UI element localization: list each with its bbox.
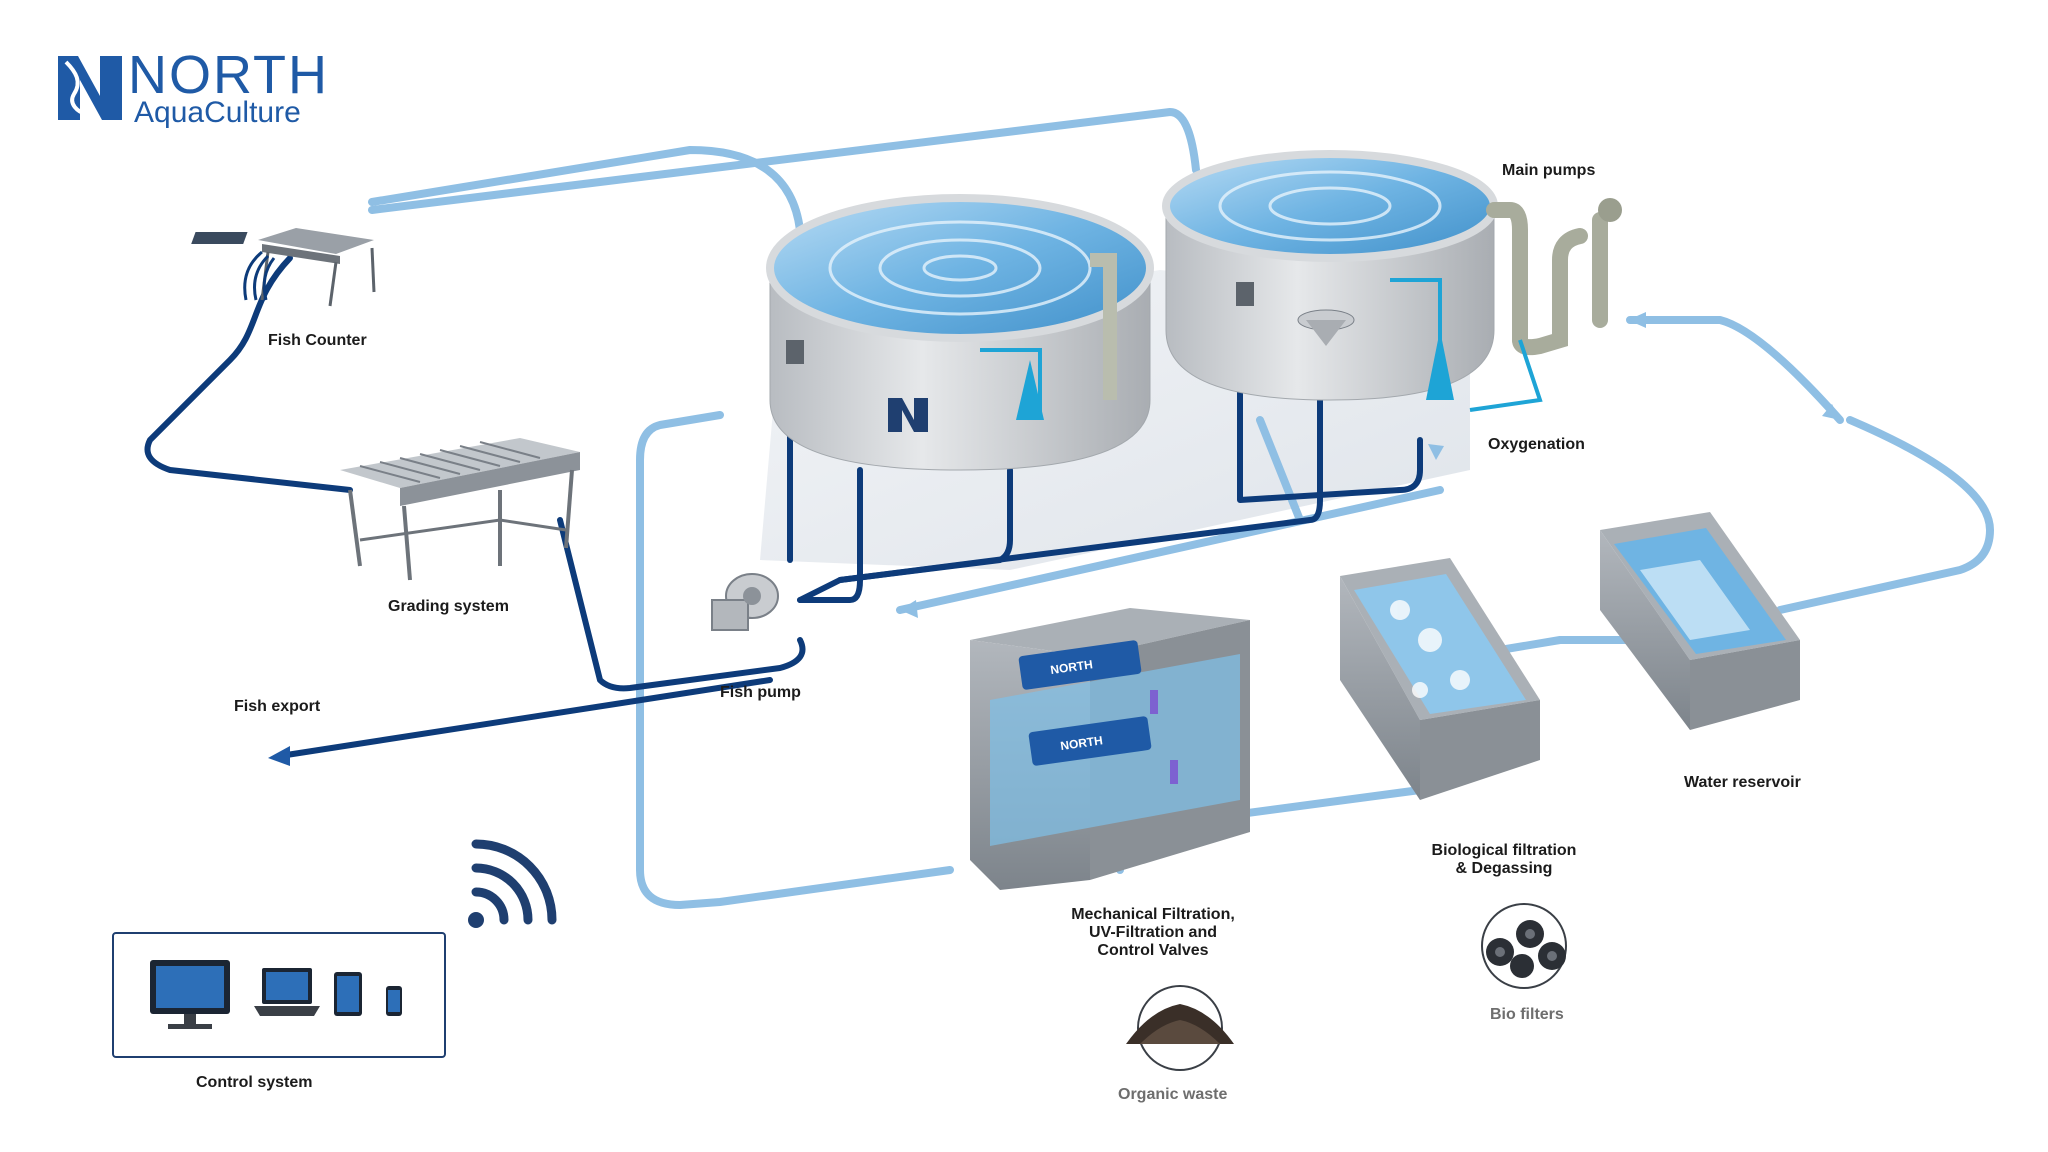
fish-pump-machine <box>711 573 779 631</box>
oxygen-line <box>1469 339 1543 412</box>
tablet-icon <box>334 972 362 1016</box>
main-pumps <box>1486 198 1622 356</box>
grading-system-machine <box>340 438 580 581</box>
label-water-reservoir: Water reservoir <box>1684 774 1801 791</box>
label-fish-export: Fish export <box>234 698 321 715</box>
label-organic-waste: Organic waste <box>1118 1086 1228 1103</box>
biological-filtration-unit <box>1340 558 1540 800</box>
pipe-return-1 <box>368 146 804 234</box>
pipe-loop-left <box>636 411 954 909</box>
arrow-left-mainpump <box>1628 312 1646 328</box>
pipe-to-mainpumps <box>1626 316 1844 424</box>
pipe-tank2-outlet <box>1237 287 1423 503</box>
control-system-panel <box>112 932 446 1058</box>
fish-counter-machine <box>191 228 376 307</box>
label-fish-counter: Fish Counter <box>268 332 367 349</box>
brand-name: NORTH <box>128 45 330 105</box>
label-mech-line2: UV-Filtration and <box>1089 924 1217 941</box>
label-mech-line3: Control Valves <box>1097 942 1209 959</box>
pipe-floor-return <box>896 486 1444 614</box>
pipe-grading-pump <box>557 517 806 692</box>
label-control-system: Control system <box>196 1074 313 1091</box>
label-main-pumps: Main pumps <box>1502 162 1596 179</box>
oxygen-cone-2 <box>1426 330 1454 400</box>
oxygen-cone-1 <box>1016 360 1044 420</box>
filter-badge-2: NORTH <box>1059 733 1103 753</box>
brand-subtitle: AquaCulture <box>134 96 301 129</box>
laptop-icon <box>254 968 320 1016</box>
monitor-icon <box>150 960 230 1029</box>
label-bio-filtration-line2: & Degassing <box>1455 860 1553 877</box>
label-grading-system: Grading system <box>388 598 509 615</box>
tank-logo <box>888 398 928 432</box>
fish-tank-1 <box>766 194 1154 471</box>
organic-waste-icon <box>1126 985 1234 1071</box>
pipe-return-2 <box>368 108 1200 214</box>
north-logo-icon <box>58 56 122 120</box>
arrow-down-oxy <box>1428 444 1444 460</box>
label-bio-filtration: Biological filtration & Degassing <box>1414 842 1594 878</box>
water-reservoir-unit <box>1600 512 1800 730</box>
arrow-fish-export <box>268 746 290 766</box>
bio-filter-media-icon <box>1481 903 1567 989</box>
label-bio-filtration-line1: Biological filtration <box>1431 842 1577 859</box>
mechanical-filtration-unit: NORTH NORTH <box>970 608 1250 890</box>
pipe-reservoir-out <box>1776 416 1994 614</box>
label-mech-line1: Mechanical Filtration, <box>1071 906 1235 923</box>
arrow-up-right <box>1822 404 1840 420</box>
pipe-counter-grading <box>144 255 353 493</box>
label-mechanical-filtration: Mechanical Filtration, UV-Filtration and… <box>1058 906 1248 960</box>
wifi-icon <box>468 839 557 928</box>
pipe-drain-2 <box>1256 416 1304 524</box>
pipe-fish-export <box>277 677 773 759</box>
phone-icon <box>386 986 402 1016</box>
pipe-tank2-drain <box>837 297 1323 583</box>
fish-tank-2 <box>1162 150 1498 401</box>
label-oxygenation: Oxygenation <box>1488 436 1585 453</box>
label-bio-filters: Bio filters <box>1490 1006 1564 1023</box>
filter-badge-1: NORTH <box>1049 657 1093 677</box>
label-fish-pump: Fish pump <box>720 684 801 701</box>
arrow-left-floor <box>900 600 918 618</box>
